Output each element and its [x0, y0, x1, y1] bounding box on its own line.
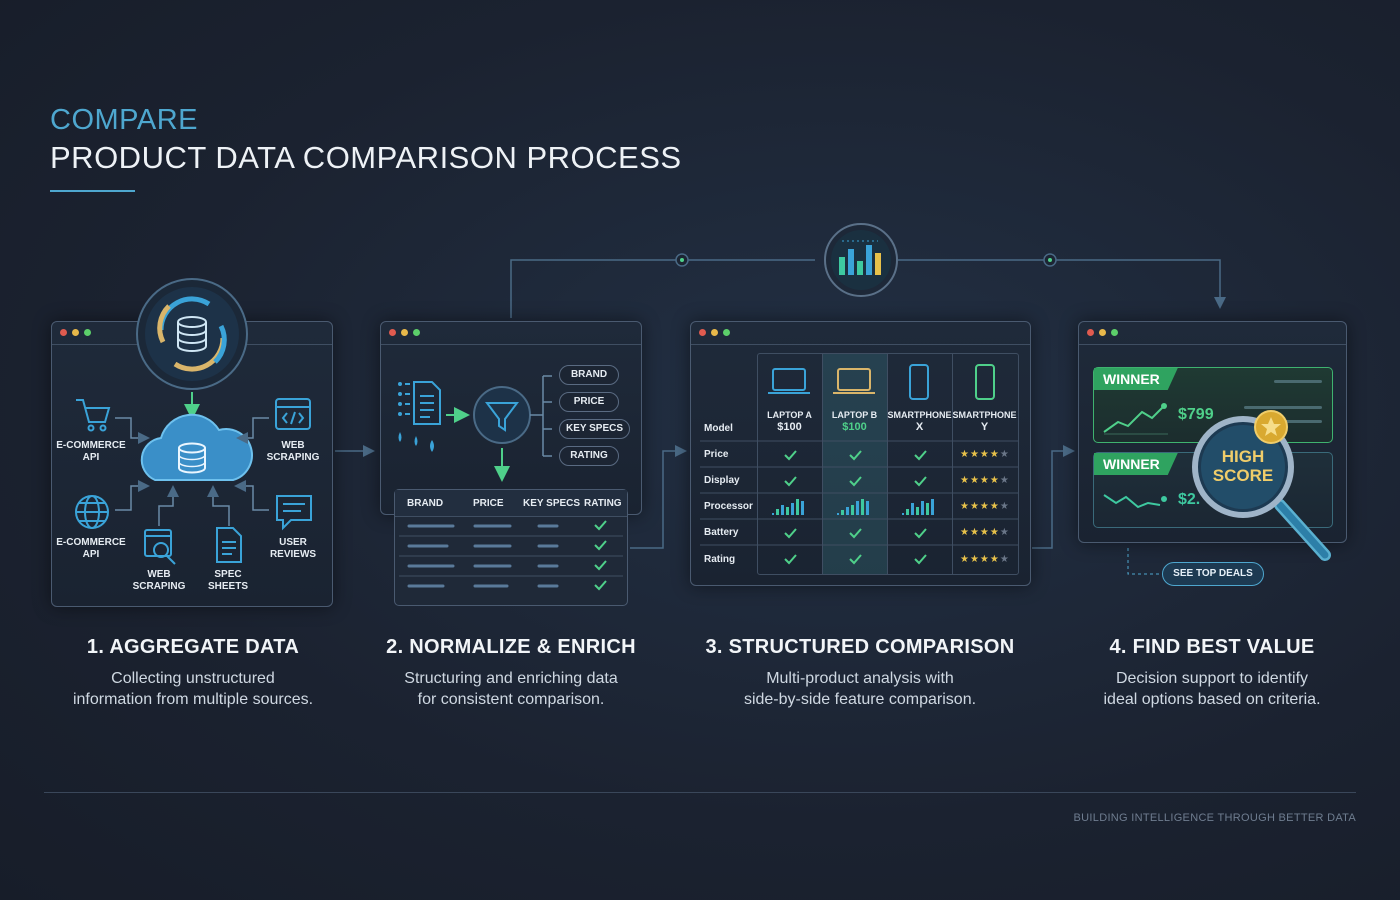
- step-1-title: 1. AGGREGATE DATA: [86, 636, 300, 658]
- row-label-model: Model: [704, 423, 733, 434]
- table-header-rating: RATING: [584, 498, 622, 509]
- normalize-diagram: [398, 375, 552, 482]
- normalized-table-rows: [399, 520, 623, 591]
- source-label-web-scraping-2: WEB SCRAPING: [132, 569, 186, 592]
- source-label-web-scraping: WEB SCRAPING: [266, 440, 320, 463]
- rating-stars: ★★★★★: [960, 527, 1010, 538]
- winner-price-1: $799: [1178, 406, 1214, 423]
- step-4-title: 4. FIND BEST VALUE: [1109, 636, 1315, 658]
- column-laptop-a: LAPTOP A$100: [767, 410, 812, 433]
- normalized-table: BRAND PRICE KEY SPECS RATING: [394, 489, 628, 606]
- see-top-deals-button[interactable]: SEE TOP DEALS: [1162, 562, 1264, 586]
- source-label-user-reviews: USER REVIEWS: [269, 537, 317, 560]
- rating-stars: ★★★★★: [960, 554, 1010, 565]
- row-label-rating: Rating: [704, 554, 736, 565]
- step-2: 2. NORMALIZE & ENRICH Structuring and en…: [361, 636, 661, 710]
- row-label-price: Price: [704, 449, 729, 460]
- table-header-brand: BRAND: [407, 498, 444, 509]
- bar-chart-badge-icon: [824, 223, 898, 297]
- source-label-ecommerce-api-2: E-COMMERCE API: [56, 537, 126, 560]
- step-3-title: 3. STRUCTURED COMPARISON: [705, 636, 1015, 658]
- aggregate-diagram: [75, 278, 312, 565]
- pill-rating: RATING: [559, 446, 619, 466]
- page-kicker: COMPARE: [50, 104, 198, 136]
- trend-up-icon: [1103, 403, 1168, 435]
- rating-stars: ★★★★★: [960, 501, 1010, 512]
- row-label-display: Display: [704, 475, 740, 486]
- winner-tag: WINNER: [1094, 453, 1178, 475]
- winner-tag: WINNER: [1094, 368, 1178, 390]
- step-2-description: Structuring and enriching data for consi…: [404, 670, 618, 708]
- high-score-badge: HIGH SCORE: [1212, 447, 1274, 485]
- step-4: 4. FIND BEST VALUE Decision support to i…: [1062, 636, 1362, 710]
- step-3-description: Multi-product analysis with side-by-side…: [743, 670, 977, 708]
- step-3: 3. STRUCTURED COMPARISON Multi-product a…: [695, 636, 1025, 710]
- comparison-panel: [690, 321, 1031, 586]
- rating-stars: ★★★★★: [960, 475, 1010, 486]
- page-title: PRODUCT DATA COMPARISON PROCESS: [50, 140, 682, 175]
- title-underline: [50, 190, 135, 192]
- step-4-description: Decision support to identify ideal optio…: [1103, 670, 1321, 708]
- source-label-ecommerce-api: E-COMMERCE API: [56, 440, 126, 463]
- pill-brand: BRAND: [559, 365, 619, 385]
- source-label-spec-sheets: SPEC SHEETS: [207, 569, 248, 592]
- step-1: 1. AGGREGATE DATA Collecting unstructure…: [43, 636, 343, 710]
- table-header-key-specs: KEY SPECS: [523, 498, 581, 509]
- comparison-grid-lines: [700, 364, 1018, 565]
- winner-price-2: $2.: [1178, 491, 1201, 508]
- step-2-title: 2. NORMALIZE & ENRICH: [386, 636, 636, 658]
- step-1-description: Collecting unstructured information from…: [72, 670, 314, 708]
- footer-tagline: BUILDING INTELLIGENCE THROUGH BETTER DAT…: [1073, 812, 1356, 824]
- magnifier-icon: [1192, 410, 1331, 561]
- row-label-processor: Processor: [704, 501, 753, 512]
- table-header-price: PRICE: [473, 498, 504, 509]
- trend-icon: [1103, 494, 1167, 509]
- pill-price: PRICE: [559, 392, 619, 412]
- rating-stars: ★★★★★: [960, 449, 1010, 460]
- footer-divider: [44, 792, 1356, 793]
- pill-key-specs: KEY SPECS: [559, 419, 630, 439]
- column-laptop-b: LAPTOP B$100: [831, 410, 878, 433]
- row-label-battery: Battery: [704, 527, 739, 538]
